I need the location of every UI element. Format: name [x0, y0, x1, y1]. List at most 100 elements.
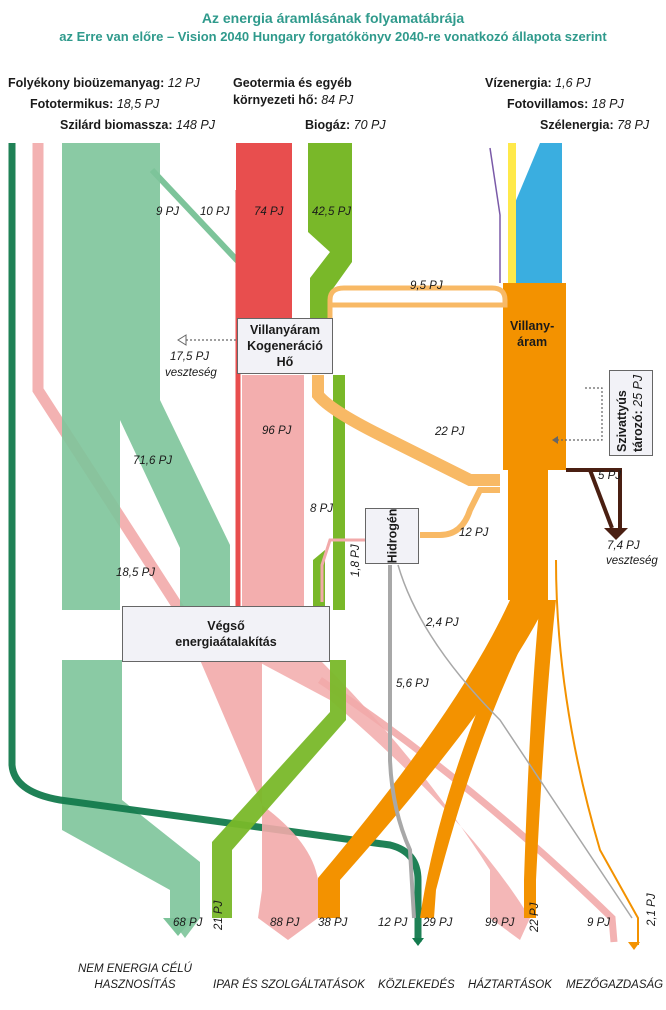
flow-hydrogen-transport — [388, 565, 416, 919]
source-biofuel: Folyékony bioüzemanyag: 12 PJ — [8, 76, 200, 90]
flow-label-96: 96 PJ — [262, 425, 292, 437]
flow-biogas-industry — [212, 660, 346, 918]
flow-label-71-6: 71,6 PJ — [133, 455, 172, 467]
flow-label-5-6: 5,6 PJ — [396, 678, 429, 690]
flow-biofuel — [8, 143, 422, 942]
flow-cogen-9-5 — [327, 285, 508, 320]
flow-hydrogen-agri — [397, 564, 633, 919]
bottom-value-88: 88 PJ — [270, 917, 300, 929]
flow-biomass-nonenergy — [62, 660, 200, 938]
flow-label-17-5-note: veszteség — [165, 367, 217, 379]
bottom-value-38: 38 PJ — [318, 917, 348, 929]
flow-pv — [508, 143, 516, 283]
flow-label-5: 5 PJ — [598, 470, 622, 482]
bottom-value-9: 9 PJ — [587, 917, 611, 929]
source-solar-thermal: Fototermikus: 18,5 PJ — [30, 97, 160, 111]
source-wind: Szélenergia: 78 PJ — [540, 118, 650, 132]
node-electricity-line2: áram — [517, 335, 548, 349]
sink-non-energy-line2: HASZNOSÍTÁS — [94, 979, 176, 991]
flow-solar-thermal — [32, 143, 185, 613]
storage-line2: tározó: — [631, 410, 645, 452]
flow-label-17-5: 17,5 PJ — [170, 351, 209, 363]
arrowhead-hidrogen — [628, 942, 640, 950]
cogen-loss-arrow — [177, 334, 187, 346]
bottom-value-12: 12 PJ — [378, 917, 408, 929]
flow-biogas-down — [333, 375, 345, 610]
bottom-value-68: 68 PJ — [173, 917, 203, 929]
sink-agriculture: MEZŐGAZDASÁG — [566, 979, 664, 991]
bottom-value-22: 22 PJ — [529, 902, 541, 932]
flow-heat-households — [255, 660, 530, 940]
flow-elec-to-agri — [555, 559, 639, 945]
flow-elec-to-households — [524, 600, 556, 918]
flow-label-9-5: 9,5 PJ — [410, 280, 443, 292]
storage-dashed-link — [558, 387, 603, 441]
flow-heat-96 — [242, 375, 304, 610]
storage-value: 25 PJ — [631, 374, 645, 407]
bottom-value-29: 29 PJ — [423, 917, 453, 929]
flow-label-10: 10 PJ — [200, 206, 230, 218]
flow-storage-5 — [566, 468, 622, 528]
node-electricity: Villany- áram — [510, 318, 554, 350]
storage-dashed-arrow — [552, 436, 558, 444]
flow-cogen-22 — [312, 375, 500, 486]
flow-label-8: 8 PJ — [310, 503, 334, 515]
flow-label-2-4: 2,4 PJ — [426, 617, 459, 629]
source-geothermal: környezeti hő: 84 PJ — [233, 93, 354, 107]
flow-heat-industry — [200, 660, 318, 940]
node-cogen-line3: Hő — [276, 355, 294, 369]
source-pv: Fotovillamos: 18 PJ — [507, 97, 624, 111]
bottom-value-99: 99 PJ — [485, 917, 515, 929]
flow-label-22: 22 PJ — [435, 426, 465, 438]
source-geothermal-line1: Geotermia és egyéb — [233, 76, 352, 90]
arrowhead-biofuel — [412, 938, 424, 946]
flow-label-42-5: 42,5 PJ — [312, 206, 351, 218]
flow-heat-agri — [318, 677, 618, 943]
flow-hydro — [489, 147, 501, 283]
flow-hydrogen-pink — [320, 538, 365, 602]
node-cogen-line1: Villanyáram — [250, 323, 320, 337]
source-biogas: Biogáz: 70 PJ — [305, 118, 386, 132]
flow-label-1-8: 1,8 PJ — [350, 544, 362, 577]
bottom-value-21: 21 PJ — [213, 900, 225, 930]
flow-label-9: 9 PJ — [156, 206, 180, 218]
node-final-line1: Végső — [207, 619, 245, 633]
storage-loss-arrow — [604, 528, 628, 540]
storage-line1: Szivattyús — [615, 390, 629, 452]
bottom-value-2-1: 2,1 PJ — [646, 893, 658, 926]
node-electricity-line1: Villany- — [510, 319, 555, 333]
sink-non-energy: NEM ENERGIA CÉLÚ HASZNOSÍTÁS — [78, 961, 192, 993]
diagram-title: Az energia áramlásának folyamatábrája — [201, 10, 465, 26]
source-solid-biomass: Szilárd biomassza: 148 PJ — [60, 118, 215, 132]
flow-geothermal — [236, 143, 292, 320]
sink-households: HÁZTARTÁSOK — [468, 979, 552, 991]
flow-label-12: 12 PJ — [459, 527, 489, 539]
node-hydrogen-label: Hidrogén — [385, 508, 400, 564]
sink-non-energy-line1: NEM ENERGIA CÉLÚ — [78, 963, 192, 975]
source-hydro: Vízenergia: 1,6 PJ — [485, 76, 591, 90]
flow-label-7-4-note: veszteség — [606, 555, 658, 567]
flow-label-18-5: 18,5 PJ — [116, 567, 155, 579]
flow-biomass-to-cogen — [149, 167, 251, 275]
node-cogeneration: Villanyáram Kogeneráció Hő — [237, 318, 333, 374]
node-pumped-storage — [609, 370, 653, 456]
flow-hydrogen-12 — [420, 487, 500, 538]
node-cogen-line2: Kogeneráció — [247, 339, 323, 353]
flow-label-7-4: 7,4 PJ — [607, 540, 640, 552]
flow-biogas — [308, 143, 352, 320]
node-final-line2: energiaátalakítás — [175, 635, 277, 649]
node-hydrogen: Hidrogén — [365, 508, 419, 564]
flow-wind — [512, 143, 562, 283]
flow-solid-biomass — [62, 143, 230, 610]
arrowhead-18-5 — [163, 918, 193, 936]
node-pumped-storage-label: Szivattyús tározó: 25 PJ — [614, 375, 646, 452]
flow-label-74: 74 PJ — [254, 206, 284, 218]
node-final-conversion: Végső energiaátalakítás — [122, 606, 330, 662]
electricity-column — [503, 283, 566, 600]
flow-elec-to-transport — [420, 600, 540, 918]
diagram-subtitle: az Erre van előre – Vision 2040 Hungary … — [59, 29, 607, 44]
flow-storage-loss — [588, 469, 614, 529]
sink-transport: KÖZLEKEDÉS — [378, 979, 455, 991]
sink-industry: IPAR ÉS SZOLGÁLTATÁSOK — [213, 979, 365, 991]
